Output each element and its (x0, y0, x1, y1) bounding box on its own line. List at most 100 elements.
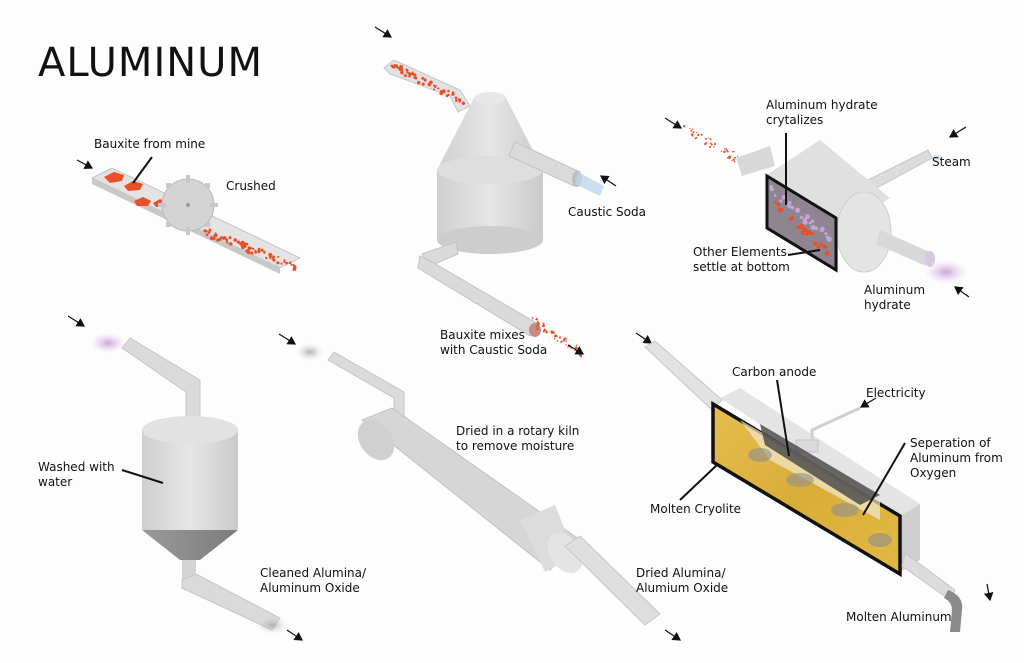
particle (423, 78, 427, 82)
particle (565, 344, 567, 346)
leader-line (862, 442, 906, 516)
label-crytalizes: crytalizes (766, 113, 824, 127)
bauxite-in-chute (390, 64, 466, 105)
particle (710, 142, 712, 145)
particle (236, 240, 240, 244)
particle (733, 160, 736, 163)
particle (277, 255, 280, 258)
particle (209, 229, 212, 232)
particle (824, 232, 828, 236)
particle (531, 317, 534, 320)
particle (574, 346, 578, 350)
particle (451, 91, 455, 95)
slurry-inflow-particles (683, 124, 739, 163)
particle (288, 261, 292, 265)
particle (713, 142, 716, 146)
particle (397, 67, 401, 70)
particle (263, 250, 266, 253)
label-aluminum-hydrate-crystallizes: Aluminum hydrate (766, 98, 878, 112)
particle (773, 194, 777, 197)
output-arrow (664, 629, 681, 641)
particle (213, 234, 217, 237)
particle (788, 217, 793, 222)
particle (705, 141, 708, 144)
particle (250, 247, 253, 250)
particle (788, 200, 792, 205)
particle (391, 66, 394, 69)
particle (692, 135, 694, 137)
steam-puff (926, 153, 946, 163)
particle (724, 147, 726, 150)
input-arrow (67, 315, 86, 327)
particle (709, 138, 712, 141)
alumina-input (296, 343, 324, 361)
particle (708, 146, 712, 149)
particle (543, 328, 547, 331)
input-arrow (278, 333, 297, 345)
particle (293, 266, 297, 269)
label-aluminum-from: Aluminum from (910, 451, 1003, 465)
particle (779, 199, 783, 203)
particle (280, 262, 283, 265)
particle (240, 240, 245, 245)
particle (536, 327, 539, 330)
particle (461, 101, 466, 105)
particle (556, 340, 559, 342)
label-dried-in-rotary-kiln: Dried in a rotary kiln (456, 424, 580, 438)
particle (290, 263, 293, 266)
particle (799, 215, 804, 220)
label-other-elements: Other Elements (693, 245, 787, 259)
output-arrow (567, 344, 585, 355)
particle (813, 241, 818, 246)
particle (207, 230, 211, 234)
particle (205, 233, 209, 237)
particle (694, 137, 697, 140)
particle (216, 238, 220, 242)
particle (725, 150, 727, 152)
label-water: water (38, 475, 73, 489)
particle (734, 156, 736, 159)
particle (413, 76, 416, 79)
particle (542, 322, 545, 325)
particle (781, 194, 786, 199)
particle (535, 317, 538, 321)
particle (214, 232, 217, 235)
electricity-arrow (859, 397, 877, 408)
label-carbon-anode: Carbon anode (732, 365, 817, 379)
particle (222, 236, 227, 240)
particle (457, 98, 460, 101)
particle (806, 229, 812, 235)
particle (824, 251, 830, 256)
particle (575, 344, 578, 346)
label-hydrate: hydrate (864, 298, 911, 312)
particle (728, 157, 731, 160)
input-arrow (635, 332, 652, 344)
particle (393, 64, 397, 67)
output-arrow (954, 286, 970, 298)
label-settle-at-bottom: settle at bottom (693, 260, 790, 274)
particle (558, 336, 562, 339)
particle (252, 247, 255, 251)
particle (713, 146, 715, 148)
particle (283, 260, 286, 263)
particle (797, 209, 800, 213)
leader-line (679, 463, 719, 501)
leader-line (776, 379, 790, 457)
particle (821, 243, 825, 247)
particle (732, 151, 734, 153)
particle (810, 224, 816, 231)
particle (442, 90, 446, 93)
label-aluminum-hydrate-output: Aluminum (864, 283, 926, 297)
label-electricity: Electricity (866, 386, 926, 400)
particle (537, 322, 540, 325)
particle (565, 340, 567, 342)
particle (780, 207, 784, 211)
particle (804, 228, 808, 233)
particle (245, 242, 249, 246)
particle (704, 137, 707, 140)
particle (445, 94, 449, 98)
particle (439, 90, 442, 93)
particle (285, 261, 289, 265)
particle (254, 251, 258, 254)
